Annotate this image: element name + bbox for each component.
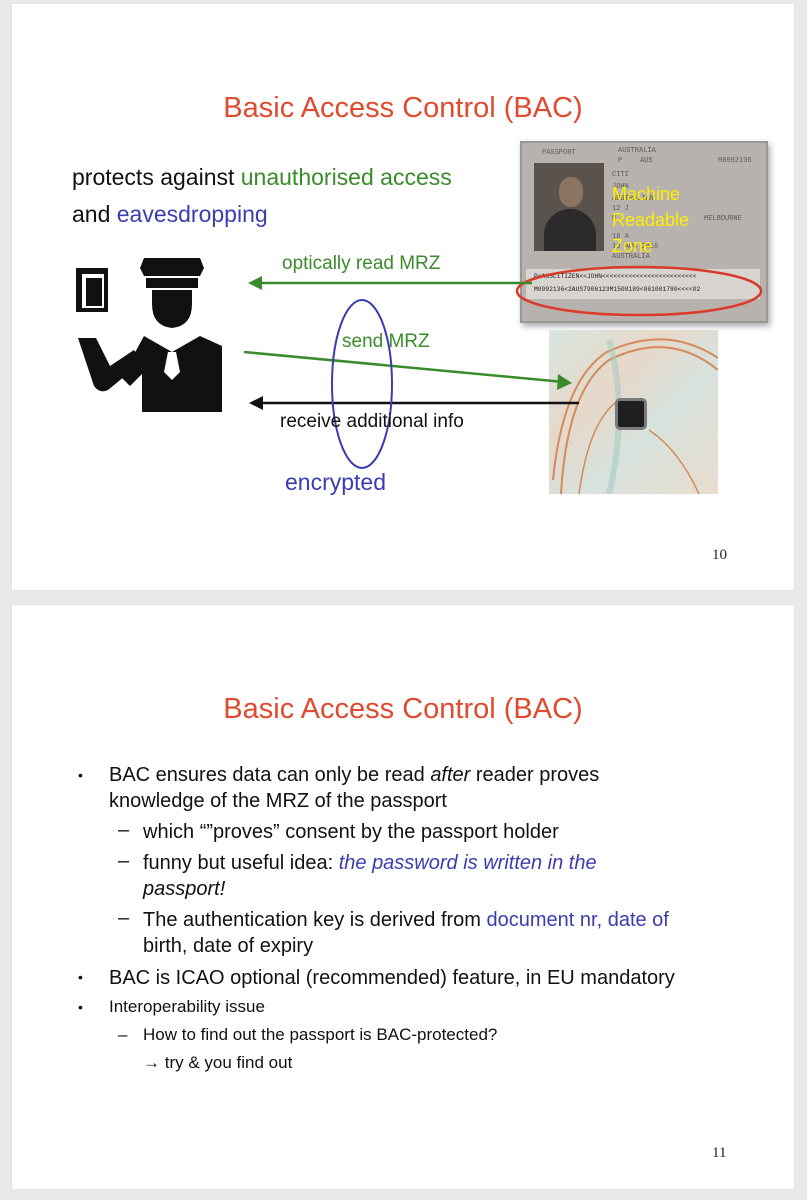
sub-bullet-1: which “”proves” consent by the passport … <box>143 819 559 845</box>
dash-icon: – <box>118 907 129 930</box>
bullet-2: BAC is ICAO optional (recommended) featu… <box>109 965 675 991</box>
send-mrz-arrow <box>244 352 564 382</box>
sub-bullet-3-line-2: birth, date of expiry <box>143 933 313 959</box>
slide-title: Basic Access Control (BAC) <box>12 693 794 726</box>
encrypted-label: encrypted <box>285 469 386 496</box>
bullet-icon: • <box>78 767 83 783</box>
mrz-highlight-ellipse <box>517 267 761 315</box>
diagram-arrows <box>12 4 794 590</box>
sub-bullet-2-line-2: passport! <box>143 876 225 902</box>
dash-icon: – <box>118 819 129 842</box>
bullet-icon: • <box>78 969 83 985</box>
bullet-3: Interoperability issue <box>109 997 265 1017</box>
encryption-ellipse <box>332 300 392 468</box>
send-mrz-label: send MRZ <box>342 331 430 353</box>
sub-bullet-2-line-1: funny but useful idea: the password is w… <box>143 850 597 876</box>
optical-read-label: optically read MRZ <box>282 253 440 275</box>
bullet-icon: • <box>78 999 83 1015</box>
sub-bullet-5: → try & you find out <box>143 1053 292 1073</box>
page-number: 11 <box>712 1145 726 1162</box>
sub-bullet-4: How to find out the passport is BAC-prot… <box>143 1025 497 1045</box>
slide-11: Basic Access Control (BAC) • BAC ensures… <box>12 605 794 1189</box>
slide-10: Basic Access Control (BAC) protects agai… <box>12 4 794 590</box>
receive-info-label: receive additional info <box>280 411 464 433</box>
page-number: 10 <box>712 547 727 564</box>
dash-icon: – <box>118 850 129 873</box>
bullet-1-line-1: BAC ensures data can only be read after … <box>109 762 599 788</box>
bullet-1-line-2: knowledge of the MRZ of the passport <box>109 788 447 814</box>
dash-icon: – <box>118 1025 127 1045</box>
sub-bullet-3-line-1: The authentication key is derived from d… <box>143 907 669 933</box>
